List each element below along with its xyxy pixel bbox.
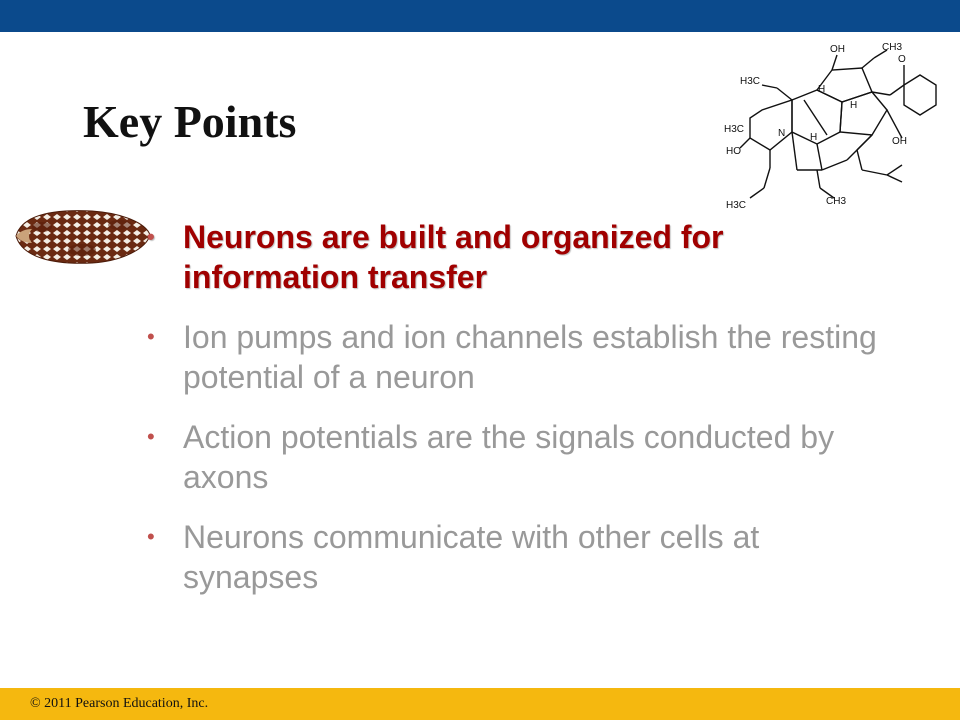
molecule-label-ho: HO — [726, 146, 741, 157]
molecule-label-n: N — [778, 128, 785, 139]
bullet-item: • Action potentials are the signals cond… — [140, 417, 880, 497]
molecule-label-oh: OH — [830, 44, 845, 55]
bullet-text: Ion pumps and ion channels establish the… — [183, 319, 877, 395]
molecule-label-oh: OH — [892, 136, 907, 147]
molecule-label-h: H — [818, 84, 825, 95]
molecule-label-h3c: H3C — [726, 200, 746, 211]
cone-shell-image — [15, 210, 151, 264]
molecule-label-ch3: CH3 — [826, 196, 846, 207]
chemical-structure-diagram: OH CH3 H3C H H H3C N H HO OH H3C CH3 O — [724, 42, 937, 211]
copyright-text: © 2011 Pearson Education, Inc. — [30, 696, 209, 711]
molecule-label-o: O — [898, 54, 906, 65]
bullet-text: Neurons are built and organized for info… — [183, 219, 724, 295]
bullet-text: Neurons communicate with other cells at … — [183, 519, 760, 595]
molecule-label-h: H — [810, 132, 817, 143]
molecule-label-h3c: H3C — [740, 76, 760, 87]
bullet-item: • Neurons are built and organized for in… — [140, 217, 880, 297]
molecule-label-h: H — [850, 100, 857, 111]
molecule-label-h3c: H3C — [724, 124, 744, 135]
bullet-item: • Neurons communicate with other cells a… — [140, 517, 880, 597]
key-points-list: • Neurons are built and organized for in… — [140, 217, 880, 617]
footer-bar: © 2011 Pearson Education, Inc. — [0, 688, 960, 720]
molecule-label-ch3: CH3 — [882, 42, 902, 53]
slide-title: Key Points — [83, 96, 297, 147]
bullet-icon: • — [147, 524, 155, 549]
bullet-icon: • — [147, 224, 155, 249]
bullet-item: • Ion pumps and ion channels establish t… — [140, 317, 880, 397]
bullet-text: Action potentials are the signals conduc… — [183, 419, 835, 495]
bullet-icon: • — [147, 324, 155, 349]
top-header-bar — [0, 0, 960, 32]
bullet-icon: • — [147, 424, 155, 449]
